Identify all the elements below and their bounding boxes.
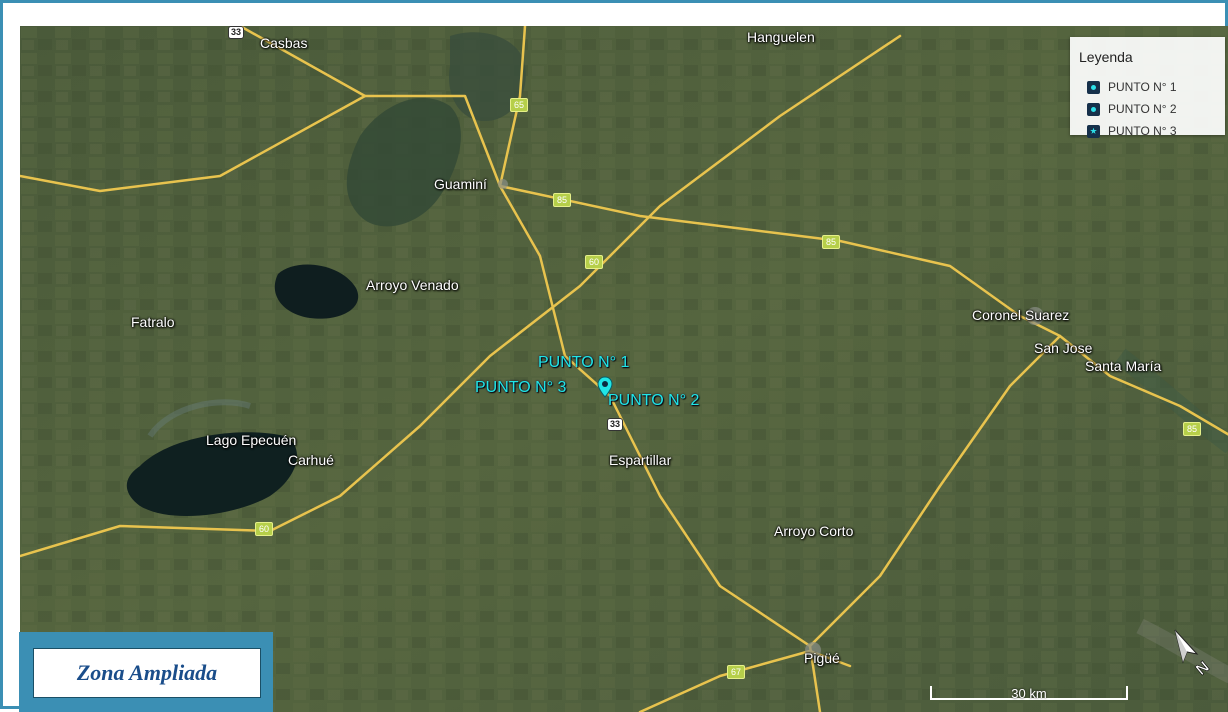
place-label-fatralo: Fatralo xyxy=(131,314,175,330)
route-shield-60: 60 xyxy=(255,522,274,536)
point-circle-icon xyxy=(1087,102,1100,116)
legend-item-label: PUNTO N° 2 xyxy=(1108,102,1177,116)
inset-label: Zona Ampliada xyxy=(76,660,218,685)
route-shield-60: 60 xyxy=(585,255,604,269)
inset-box: Zona Ampliada xyxy=(19,632,273,712)
route-shield-85: 85 xyxy=(822,235,841,249)
place-label-casbas: Casbas xyxy=(260,35,308,51)
location-pin-icon[interactable] xyxy=(597,376,613,398)
place-label-arroyo-venado: Arroyo Venado xyxy=(366,277,459,293)
route-shield-67: 67 xyxy=(727,665,746,679)
place-label-espartillar: Espartillar xyxy=(609,452,672,468)
scale-bar: 30 km xyxy=(930,686,1128,704)
place-label-pigue: Pigüé xyxy=(804,650,840,666)
route-shield-65: 65 xyxy=(510,98,529,112)
north-arrow-letter: N xyxy=(1193,658,1213,678)
place-label-santa-maria: Santa María xyxy=(1085,358,1162,374)
place-label-lago-epecuen: Lago Epecuén xyxy=(206,432,297,448)
point-label-3[interactable]: PUNTO N° 3 xyxy=(475,379,567,396)
route-shield-33-top: 33 xyxy=(228,26,245,39)
place-label-guamini: Guaminí xyxy=(434,176,487,192)
map-imagery xyxy=(20,26,1228,712)
legend-item-label: PUNTO N° 3 xyxy=(1108,124,1177,138)
place-label-arroyo-corto: Arroyo Corto xyxy=(774,523,854,539)
place-label-carhue: Carhué xyxy=(288,452,334,468)
place-label-hanguelen: Hanguelen xyxy=(747,29,815,45)
legend-title: Leyenda xyxy=(1079,49,1133,65)
point-label-2[interactable]: PUNTO N° 2 xyxy=(608,392,700,409)
point-label-1[interactable]: PUNTO N° 1 xyxy=(538,354,630,371)
scale-bar-line xyxy=(930,686,1128,700)
route-shield-33: 33 xyxy=(607,418,624,431)
point-star-icon xyxy=(1087,124,1100,138)
inset-label-box: Zona Ampliada xyxy=(33,648,261,698)
route-shield-85: 85 xyxy=(1183,422,1202,436)
legend-item: PUNTO N° 2 xyxy=(1087,101,1177,117)
satellite-map[interactable]: Casbas Hanguelen Guaminí Arroyo Venado F… xyxy=(20,26,1228,712)
legend-item-label: PUNTO N° 1 xyxy=(1108,80,1177,94)
map-legend: Leyenda PUNTO N° 1 PUNTO N° 2 PUNTO N° 3 xyxy=(1070,37,1225,138)
legend-item: PUNTO N° 3 xyxy=(1087,123,1177,139)
point-circle-icon xyxy=(1087,80,1100,94)
scale-bar-label: 30 km xyxy=(1011,686,1047,701)
place-label-san-jose: San Jose xyxy=(1034,340,1093,356)
legend-item: PUNTO N° 1 xyxy=(1087,79,1177,95)
place-label-coronel-suarez: Coronel Suarez xyxy=(972,307,1070,323)
north-arrow-icon[interactable]: N xyxy=(1167,626,1217,686)
route-shield-85: 85 xyxy=(553,193,572,207)
